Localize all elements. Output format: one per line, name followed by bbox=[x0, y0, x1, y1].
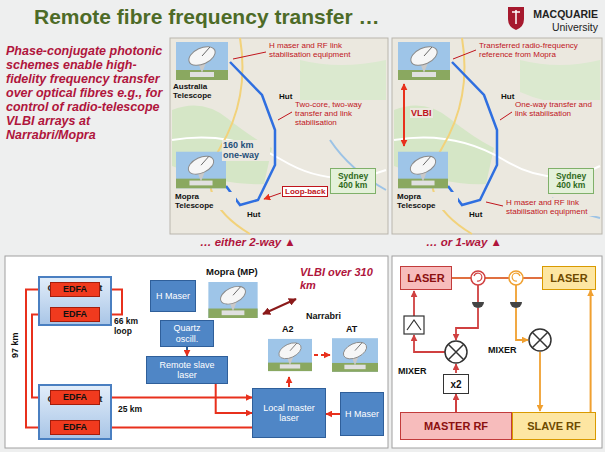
site-label: Mopra (MP) bbox=[206, 267, 258, 278]
box-text: EDFA bbox=[63, 310, 87, 319]
amplifier-box: EDFA bbox=[50, 420, 100, 435]
fibre-link bbox=[455, 394, 457, 412]
rf-source-box: MASTER RF bbox=[400, 412, 512, 440]
laser-box: LASER bbox=[400, 266, 452, 290]
maser-box: H Maser bbox=[340, 392, 384, 436]
fibre-link bbox=[100, 427, 252, 429]
box-text: MASTER RF bbox=[424, 420, 488, 432]
circulator-symbol bbox=[471, 271, 523, 285]
fibre-link bbox=[186, 347, 188, 356]
comms-hut: Comms. hutEDFAEDFA bbox=[38, 276, 112, 326]
map-label: Hut bbox=[278, 92, 293, 101]
map-callout: Transferred radio-frequency reference fr… bbox=[478, 41, 600, 59]
map-label: Hut bbox=[246, 210, 261, 219]
maser-box: H Maser bbox=[150, 280, 196, 312]
antenna-label: A2 bbox=[282, 324, 294, 334]
mode-caption: … or 1-way ▲ bbox=[426, 236, 502, 249]
box-text: EDFA bbox=[63, 423, 87, 432]
box-text: EDFA bbox=[63, 285, 87, 294]
fibre-link bbox=[216, 384, 252, 413]
photodetector-symbol bbox=[472, 302, 522, 308]
intro-note: Phase-conjugate photonic schemes enable … bbox=[6, 44, 170, 142]
antenna-label: AT bbox=[346, 324, 357, 334]
city-box: Sydney 400 km bbox=[330, 168, 376, 194]
map-callout: Two-core, two-way transfer and link stab… bbox=[294, 100, 386, 128]
logo-text: MACQUARIE bbox=[470, 8, 598, 20]
multiplier-box: x2 bbox=[443, 374, 469, 394]
map-callout: H maser and RF link stabilisation equipm… bbox=[268, 41, 386, 59]
box-text: Local master laser bbox=[255, 403, 323, 424]
link-label: VLBI over 310 km bbox=[300, 266, 376, 291]
comms-hut: Comms. hutEDFAEDFA bbox=[38, 384, 112, 440]
telescope-photos bbox=[208, 282, 378, 372]
distance-label: 97 km bbox=[10, 325, 20, 365]
mode-caption: … either 2-way ▲ bbox=[200, 236, 296, 249]
mixer-symbol bbox=[445, 329, 551, 363]
box-text: H Maser bbox=[156, 291, 190, 301]
map-callout: H maser and RF link stabilisation equipm… bbox=[505, 198, 600, 216]
slide-title: Remote fibre frequency transfer … bbox=[34, 5, 379, 29]
laser-box: LASER bbox=[542, 266, 596, 290]
box-text: Quartz oscill. bbox=[163, 323, 211, 344]
box-text: x2 bbox=[450, 379, 461, 390]
amplifier-box: EDFA bbox=[50, 390, 100, 405]
fibre-link bbox=[590, 290, 592, 412]
oscillator-box: Quartz oscill. bbox=[160, 320, 214, 347]
loop-filter-symbol bbox=[404, 316, 424, 334]
map-callout: One-way transfer and link stabilisation bbox=[514, 100, 600, 118]
fibre-link bbox=[452, 277, 542, 279]
distance-label: 160 km one-way bbox=[222, 140, 270, 161]
rf-source-box: SLAVE RF bbox=[512, 412, 596, 440]
scheme-panel bbox=[392, 256, 602, 448]
amplifier-box: EDFA bbox=[50, 282, 100, 297]
map-callout: VLBI bbox=[410, 108, 433, 118]
box-text: H Maser bbox=[345, 409, 379, 419]
map-label: Hut bbox=[468, 210, 483, 219]
map-label: Australia Telescope bbox=[172, 82, 230, 100]
logo-shield bbox=[508, 7, 524, 30]
map-two-way bbox=[170, 38, 388, 234]
box-text: LASER bbox=[407, 272, 444, 284]
setup-panel bbox=[5, 256, 388, 448]
laser-box: Remote slave laser bbox=[146, 356, 228, 384]
laser-box: Local master laser bbox=[252, 388, 326, 438]
box-text: Remote slave laser bbox=[149, 360, 225, 381]
component-label: MIXER bbox=[398, 366, 427, 376]
box-text: Sydney 400 km bbox=[552, 172, 590, 191]
amplifier-box: EDFA bbox=[50, 307, 100, 322]
fibre-link bbox=[326, 413, 340, 415]
box-text: Sydney 400 km bbox=[334, 172, 372, 191]
map-callout: Loop-back bbox=[282, 186, 328, 197]
box-text: EDFA bbox=[63, 393, 87, 402]
box-text: LASER bbox=[550, 272, 587, 284]
map-label: Mopra Telescope bbox=[396, 192, 458, 210]
distance-label: 66 km loop bbox=[114, 317, 150, 337]
component-label: MIXER bbox=[488, 345, 517, 355]
box-text: SLAVE RF bbox=[527, 420, 581, 432]
map-label: Mopra Telescope bbox=[174, 192, 236, 210]
site-label: Narrabri bbox=[306, 311, 341, 321]
fibre-link bbox=[100, 397, 252, 399]
distance-label: 25 km bbox=[118, 405, 142, 415]
city-box: Sydney 400 km bbox=[548, 168, 594, 194]
logo-text: University bbox=[470, 21, 598, 33]
map-one-way bbox=[392, 38, 602, 234]
signal-wires bbox=[414, 285, 540, 411]
